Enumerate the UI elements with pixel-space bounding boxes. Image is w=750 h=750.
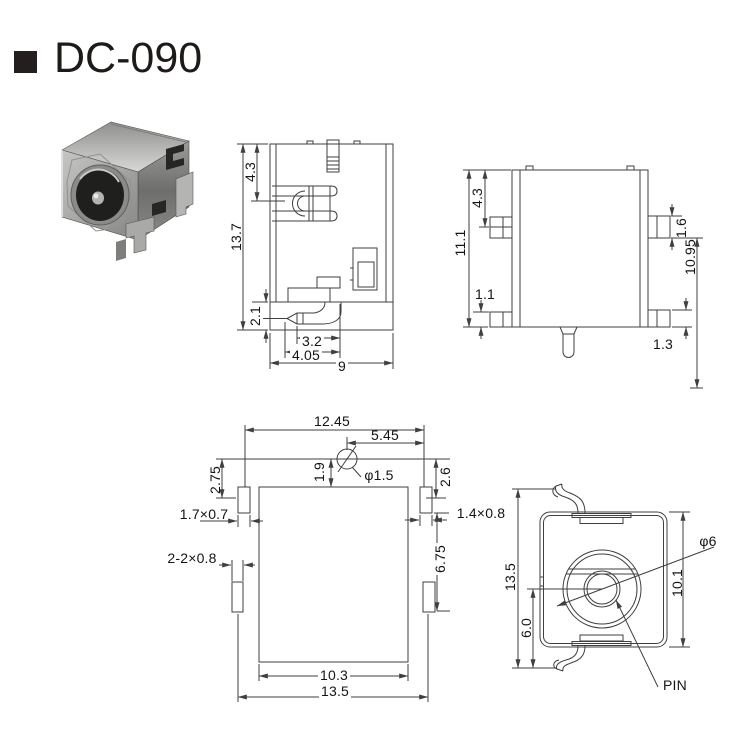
photo-center-pin bbox=[92, 191, 104, 205]
title-block: DC-090 bbox=[14, 34, 202, 83]
side-view-base bbox=[269, 301, 394, 331]
front-view-top-clip bbox=[552, 483, 586, 514]
back-view-drawing bbox=[463, 165, 703, 389]
back-height-label: 11.1 bbox=[452, 229, 468, 257]
top-view-right-pad bbox=[419, 486, 433, 514]
top-pin-dia-label: φ1.5 bbox=[364, 467, 394, 483]
back-view-right-tabs bbox=[647, 215, 671, 328]
front-body-height-label: 10.1 bbox=[669, 568, 685, 598]
side-view-terminal-block bbox=[350, 247, 378, 291]
top-pin-inset-label: 1.9 bbox=[311, 461, 327, 483]
top-view-pin-hole bbox=[216, 445, 450, 478]
top-view-lower-right-pad bbox=[422, 581, 436, 613]
top-left-pad-label: 1.7×0.7 bbox=[179, 506, 229, 522]
photo-right-leg bbox=[175, 171, 194, 218]
product-photo bbox=[61, 121, 194, 261]
photo-side-slot bbox=[166, 144, 184, 170]
back-bottom-right-tab-label: 1.3 bbox=[652, 336, 674, 352]
side-view-body bbox=[269, 143, 394, 303]
side-view-drawing bbox=[237, 139, 394, 369]
top-left-depth-label: 2.75 bbox=[207, 465, 223, 495]
front-barrel-dia-label: φ6 bbox=[699, 533, 717, 549]
side-top-depth-label: 4.3 bbox=[242, 161, 258, 183]
back-view-left-tabs bbox=[489, 216, 513, 328]
back-top-depth-label: 4.3 bbox=[469, 187, 485, 209]
photo-bottom-pin bbox=[116, 239, 126, 261]
side-height-label: 13.7 bbox=[228, 222, 244, 252]
side-base-height-label: 2.1 bbox=[247, 305, 263, 327]
back-tab-height-label: 1.6 bbox=[673, 217, 689, 239]
top-view-lower-left-pad bbox=[231, 581, 244, 613]
top-side-pads-label: 2-2×0.8 bbox=[167, 550, 217, 566]
top-width-label: 12.45 bbox=[313, 413, 351, 429]
photo-front-leg bbox=[125, 216, 155, 254]
page-title: DC-090 bbox=[54, 34, 203, 82]
front-center-height-label: 6.0 bbox=[518, 617, 534, 639]
top-view-drawing bbox=[200, 425, 450, 702]
photo-front-bevel bbox=[66, 153, 132, 232]
title-square-icon bbox=[14, 50, 37, 73]
back-right-height-label: 10.95 bbox=[682, 238, 698, 276]
top-view-left-pad bbox=[237, 486, 251, 514]
top-inner-width-label: 10.3 bbox=[317, 667, 351, 683]
front-view-dimension-lines bbox=[512, 488, 715, 688]
side-view-spring-contact bbox=[272, 185, 338, 222]
top-pin-offset-label: 5.45 bbox=[370, 427, 400, 443]
side-width-label: 9 bbox=[336, 358, 348, 374]
top-view-body bbox=[258, 486, 409, 663]
top-view-dimension-lines bbox=[200, 425, 450, 702]
front-view-drawing bbox=[512, 483, 715, 688]
side-view-curved-pin bbox=[263, 301, 342, 325]
top-outer-width-label: 13.5 bbox=[318, 683, 352, 699]
back-view-solder-pin bbox=[559, 326, 578, 358]
top-right-pad-label: 1.4×0.8 bbox=[456, 505, 506, 521]
back-bottom-tab-label: 1.1 bbox=[474, 286, 496, 302]
top-right-span-label: 6.75 bbox=[432, 542, 448, 576]
front-pin-label: PIN bbox=[663, 677, 687, 693]
side-view-top-tab bbox=[326, 139, 340, 173]
front-view-body bbox=[539, 511, 668, 648]
side-pin-offset-label: 4.05 bbox=[289, 347, 323, 363]
top-right-depth-label: 2.6 bbox=[437, 466, 453, 488]
side-pin-width-label: 3.2 bbox=[299, 333, 325, 349]
back-view-body bbox=[511, 169, 649, 328]
front-total-height-label: 13.5 bbox=[502, 562, 518, 592]
front-view-bottom-clip bbox=[553, 645, 586, 672]
back-view-dimension-lines bbox=[463, 169, 703, 389]
